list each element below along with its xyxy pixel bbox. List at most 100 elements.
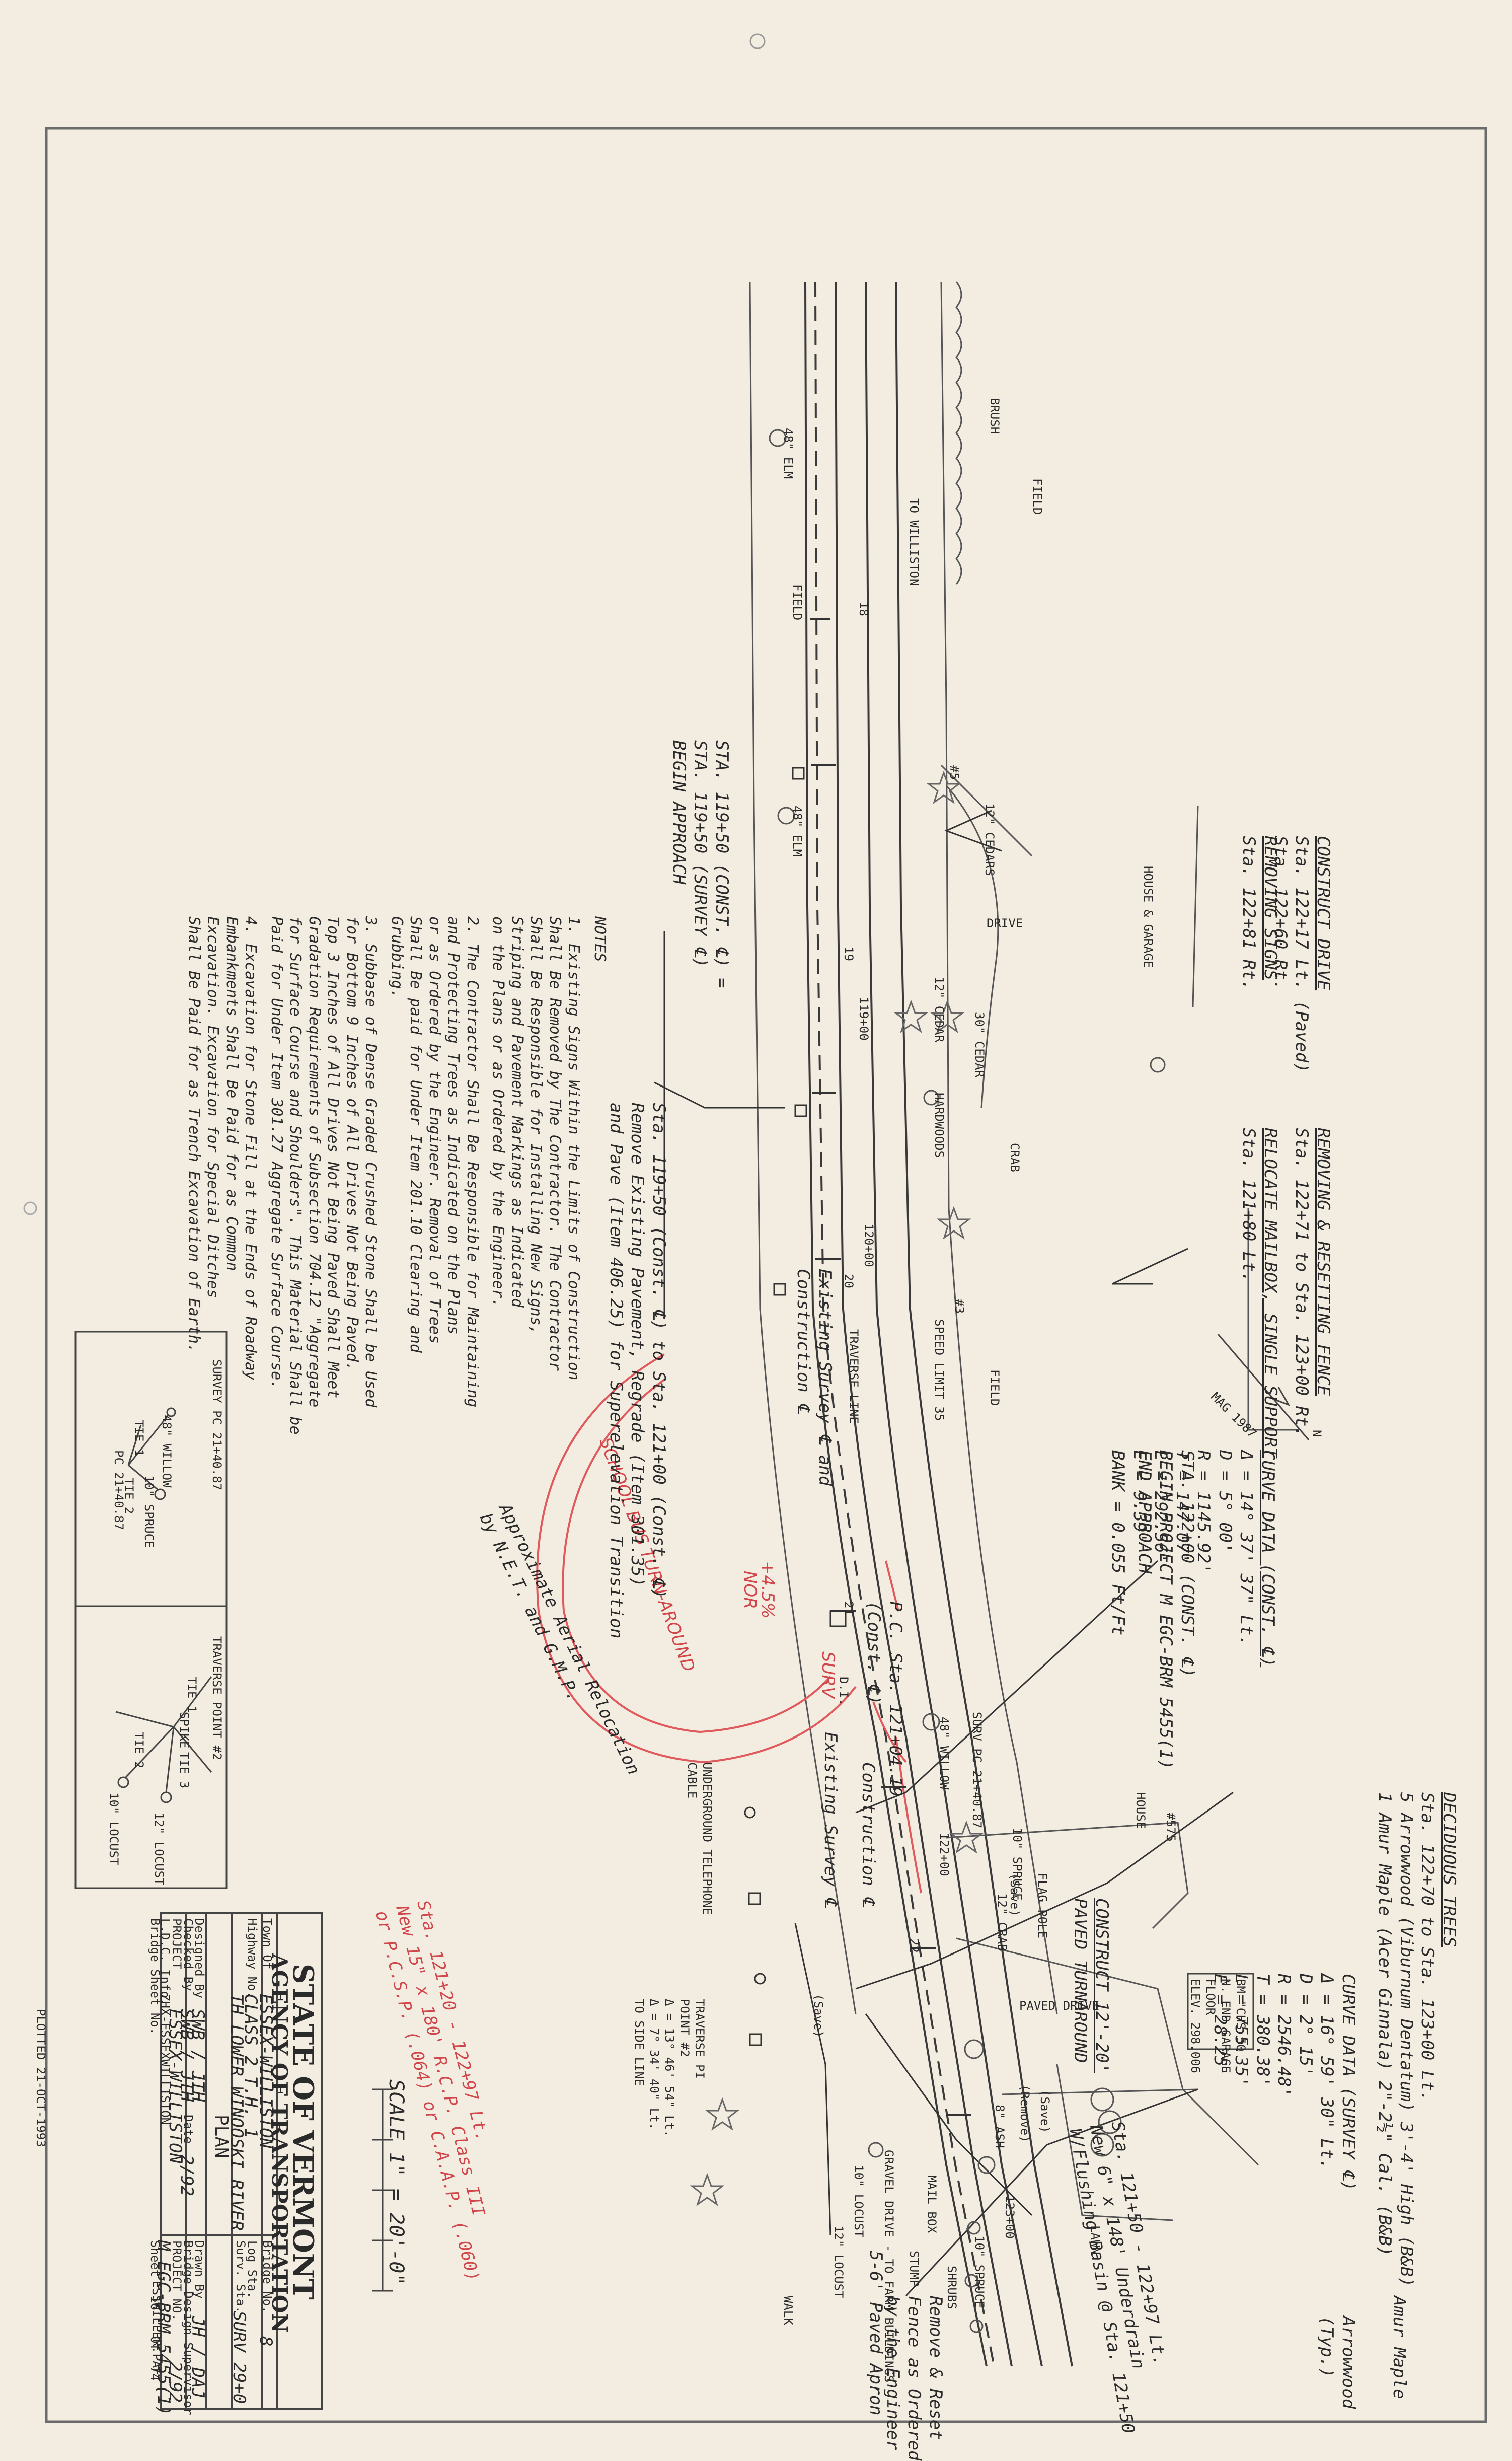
tree-label: 12" CRAB (995, 1893, 1009, 1951)
tree-label: 48" ELM (781, 428, 795, 479)
label-paved-drive: PAVED DRIVE (1019, 1999, 1099, 2013)
tree-label: CRAB (1008, 1143, 1022, 1172)
tree-label: #575 (1164, 1813, 1178, 1842)
inset-label: SPIKE (177, 1712, 191, 1749)
station-label: 19 (842, 947, 856, 961)
tb-sheet-label: Sheet (148, 2240, 162, 2277)
scale-label: SCALE 1" = 20'-0" (385, 2079, 408, 2286)
brush-hedge (955, 281, 962, 585)
drive-outlines (940, 764, 1299, 2221)
save-label: (Save) (811, 1994, 825, 2038)
label-di: D.I. (837, 1677, 851, 1706)
tb-of-label: Of (148, 2336, 162, 2351)
tree-label: 30" CEDAR (972, 1012, 987, 1078)
tb-river: TH LOWER WINOOSKI RIVER (226, 1994, 247, 2231)
red-note: +4.5% (758, 1561, 778, 1619)
title-block-frame (160, 1912, 323, 2410)
red-markups (536, 1353, 922, 1894)
label-existing-survey-2: Existing Survey ℄ (820, 1732, 841, 1908)
tb-bridge-no-label: Bridge No. (260, 2240, 274, 2313)
tree-label: 12" LOCUST (831, 2225, 846, 2298)
tree-label: #3 (952, 1299, 966, 1314)
station-label: 120+00 (862, 1223, 876, 1267)
red-note: SURV (818, 1651, 838, 1699)
tb-sheet: 16 (148, 2296, 162, 2310)
save-label: (Save) (1038, 2089, 1052, 2133)
scale-bar (372, 2088, 393, 2292)
label-mail-box: MAIL BOX (925, 2175, 939, 2233)
tree-label: 12" CEDAR (932, 977, 946, 1043)
inset-label: 10" SPRUCE (142, 1475, 156, 1548)
tree-symbols (769, 429, 1166, 2333)
north-arrow-icon (1217, 1334, 1310, 1440)
tree-label: 10" LOCUST (852, 2165, 866, 2238)
tree-label: 10" SPRUCE (972, 2235, 987, 2308)
tree-label: 48" WILLOW (937, 1717, 951, 1790)
callout-begin-approach: STA. 119+50 (CONST. ℄) = STA. 119+50 (SU… (669, 740, 732, 988)
road-lines (804, 281, 1073, 2367)
label-walk: WALK (781, 2296, 795, 2325)
bm-box (1187, 1973, 1254, 2050)
inset-label: 12" LOCUST (152, 1813, 166, 1886)
station-label: 122+00 (937, 1833, 951, 1876)
callout-pc-station: P.C. Sta. 121+04.19 (Const. ℄) (864, 1601, 906, 1797)
tb-surv-sta-label: Surv. Sta. (234, 2240, 248, 2313)
punch-hole (749, 33, 766, 49)
station-label: 18 (857, 602, 871, 616)
tree-label: 48" ELM (790, 806, 804, 857)
callout-construct-turnaround: CONSTRUCT 12'-20' PAVED TURNAROUND (1070, 1898, 1112, 2073)
utility-poles (744, 767, 847, 2046)
tb-highway-label: Highway No. (245, 1918, 259, 1998)
label-plotted: PLOTTED 21-OCT-1993 (34, 2009, 48, 2147)
inset-label: 10" LOCUST (107, 1792, 121, 1865)
label-house: HOUSE (1133, 1792, 1148, 1829)
sheet-border (45, 127, 1487, 2423)
inset-survey-pc-diagram (127, 1407, 176, 1500)
callout-removing-signs: REMOVING SIGNS Sta. 122+81 Rt. (1239, 836, 1281, 991)
save-label: (Save) (1008, 1873, 1022, 1917)
inset-label: TIE 1 (185, 1677, 199, 1713)
label-stump: STUMP (907, 2251, 921, 2287)
callout-remove-pavement: Sta. 119+50 (Const. ℄) to Sta. 121+00 (C… (606, 1103, 669, 1639)
label-surv-pc: SURV PC 21+40.87 (970, 1712, 984, 1829)
inset-survey-pc-title: SURVEY PC 21+40.87 (210, 1359, 224, 1491)
label-flag-pole: FLAG POLE (1035, 1873, 1049, 1939)
tree-label: #5 (947, 765, 961, 780)
label-to-williston: TO WILLISTON (907, 498, 921, 586)
station-label: 123+00 (1003, 2195, 1017, 2239)
station-label: 20 (842, 1274, 856, 1288)
tb-bridge-no: 8 (256, 2336, 276, 2347)
callout-arrowwood: Arrowwood (Typ.) (1317, 2316, 1359, 2409)
tb-town-label: Town Of (260, 1918, 274, 1970)
inset-traverse-box (74, 1605, 228, 1889)
label-field: FIELD (1030, 478, 1044, 515)
curve-data-survey: CURVE DATA (SURVEY ℄) Δ = 16° 59' 30" Lt… (1210, 1974, 1358, 2191)
tb-total: 74 (148, 2366, 162, 2381)
red-note: NOR (740, 1571, 760, 1609)
inset-label: TIE 1 (132, 1420, 146, 1457)
tree-label: HARDWOODS (932, 1093, 946, 1159)
callout-relocate-mailbox: RELOCATE MAILBOX, SINGLE SUPPORT Sta. 12… (1239, 1128, 1281, 1458)
label-field: FIELD (790, 584, 804, 621)
star-trees (690, 770, 984, 2206)
inset-label: 48" WILLOW (160, 1415, 174, 1488)
label-house-garage: HOUSE & GARAGE (1141, 866, 1155, 968)
label-traverse-line: TRAVERSE LINE (847, 1329, 861, 1424)
callout-paved-apron: 5-6' Paved Apron (866, 2251, 886, 2416)
tree-label: 12" CEDARS (982, 803, 997, 876)
punch-hole (23, 1201, 37, 1215)
callout-deciduous-trees: DECIDUOUS TREES Sta. 122+70 to Sta. 123+… (1375, 1792, 1460, 2287)
inset-label: TIE 3 (177, 1752, 191, 1789)
inset-traverse-title: TRAVERSE POINT #2 (210, 1636, 224, 1760)
inset-label: TIE 2 (132, 1732, 146, 1769)
tb-file: ESSWILEBR.PAF (149, 2281, 164, 2375)
station-ticks (810, 618, 971, 2116)
tree-label: 8" ASH (993, 2105, 1007, 2148)
tb-bridge-sheet-label: Bridge Sheet No. (148, 1918, 162, 2035)
label-brush: BRUSH (988, 398, 1002, 435)
station-label: 119+00 (857, 997, 871, 1041)
